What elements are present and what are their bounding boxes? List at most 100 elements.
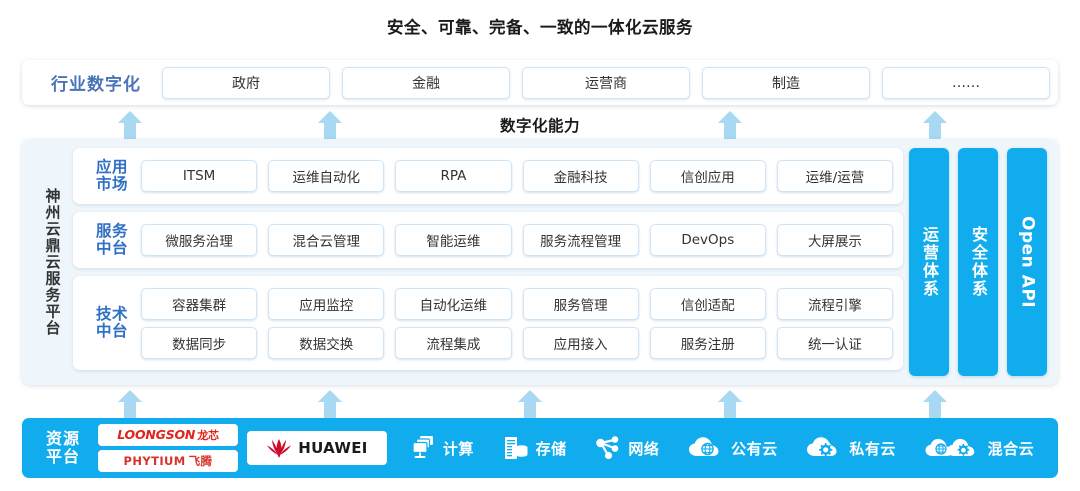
industry-chip[interactable]: 运营商 <box>522 66 690 99</box>
capability-chip[interactable]: 应用接入 <box>522 326 639 359</box>
storage-icon <box>504 437 528 459</box>
resource-item-label: 公有云 <box>731 439 778 458</box>
phytium-cn: 飞腾 <box>188 454 213 468</box>
up-arrow-icon <box>922 110 948 140</box>
resource-item-label: 计算 <box>442 439 474 458</box>
row-line: 容器集群 应用监控 自动化运维 服务管理 信创适配 流程引擎 <box>141 287 894 320</box>
capability-chip[interactable]: 金融科技 <box>522 160 639 192</box>
row-label-line1: 技术 <box>95 304 128 323</box>
row-line: 微服务治理 混合云管理 智能运维 服务流程管理 DevOps 大屏展示 <box>141 224 894 256</box>
capability-chip[interactable]: 服务流程管理 <box>522 224 639 256</box>
capability-chip[interactable]: 统一认证 <box>776 326 894 359</box>
capability-chip[interactable]: ITSM <box>141 160 258 192</box>
up-arrow-icon <box>717 110 743 140</box>
capability-chip[interactable]: 服务管理 <box>522 287 639 320</box>
vertical-bar-group: 运营体系 安全体系 Open API <box>909 148 1049 376</box>
row-line: ITSM 运维自动化 RPA 金融科技 信创应用 运维/运营 <box>141 160 894 192</box>
capability-chip[interactable]: 流程引擎 <box>776 287 894 320</box>
row-line: 数据同步 数据交换 流程集成 应用接入 服务注册 统一认证 <box>141 326 894 359</box>
capability-chip[interactable]: 混合云管理 <box>268 224 385 256</box>
network-icon <box>596 436 619 460</box>
capability-chip[interactable]: 信创适配 <box>649 287 766 320</box>
resource-item-hybrid-cloud[interactable]: 混合云 <box>924 435 1035 461</box>
capability-chip[interactable]: 微服务治理 <box>141 224 258 256</box>
resource-item-label: 私有云 <box>849 439 896 458</box>
capability-chip[interactable]: DevOps <box>649 224 766 256</box>
row-label: 服务 中台 <box>83 221 141 258</box>
vertical-bar-security[interactable]: 安全体系 <box>958 148 998 376</box>
up-arrow-icon <box>317 389 343 419</box>
row-label: 技术 中台 <box>83 304 141 341</box>
capability-chip[interactable]: 流程集成 <box>395 326 512 359</box>
resource-item-label: 存储 <box>535 439 567 458</box>
private-cloud-icon <box>807 437 837 457</box>
page-title: 安全、可靠、完备、一致的一体化云服务 <box>387 18 693 37</box>
resource-item-list: 计算 <box>395 434 1048 462</box>
capability-chip[interactable]: RPA <box>395 160 512 192</box>
phytium-latin: PHYTIUM <box>123 454 186 468</box>
industry-chip[interactable]: …… <box>882 66 1050 99</box>
loongson-latin: LOONGSON <box>117 427 196 442</box>
resource-item-public-cloud[interactable]: 公有云 <box>687 435 778 461</box>
resource-label-line1: 资源 <box>45 428 80 448</box>
industry-chip[interactable]: 金融 <box>342 66 510 99</box>
huawei-wordmark: HUAWEI <box>298 439 368 457</box>
resource-item-label: 网络 <box>628 439 660 458</box>
row-service-platform: 服务 中台 微服务治理 混合云管理 智能运维 服务流程管理 DevOps 大屏展… <box>73 212 903 268</box>
capability-chip[interactable]: 运维自动化 <box>268 160 385 192</box>
capability-chip[interactable]: 智能运维 <box>395 224 512 256</box>
vertical-bar-label: 安全体系 <box>969 226 988 298</box>
vertical-bar-label: 运营体系 <box>920 226 939 298</box>
compute-icon <box>412 436 433 458</box>
industry-chip[interactable]: 制造 <box>702 66 870 99</box>
up-arrow-icon <box>117 110 143 140</box>
capability-label: 数字化能力 <box>499 117 580 135</box>
platform-rows: 应用 市场 ITSM 运维自动化 RPA 金融科技 信创应用 运维/运营 <box>73 148 909 376</box>
row-label: 应用 市场 <box>83 157 141 194</box>
row-grid: ITSM 运维自动化 RPA 金融科技 信创应用 运维/运营 <box>141 160 894 192</box>
up-arrow-icon <box>717 389 743 419</box>
industry-chip[interactable]: 政府 <box>162 66 330 99</box>
row-grid: 容器集群 应用监控 自动化运维 服务管理 信创适配 流程引擎 数据同步 数据交换… <box>141 287 894 359</box>
resource-label: 资源 平台 <box>32 428 94 466</box>
capability-chip[interactable]: 大屏展示 <box>776 224 894 256</box>
vertical-bar-operations[interactable]: 运营体系 <box>909 148 949 376</box>
up-arrow-icon <box>922 389 948 419</box>
resource-item-private-cloud[interactable]: 私有云 <box>805 435 896 461</box>
row-label-line1: 服务 <box>95 221 128 240</box>
public-cloud-icon <box>689 437 719 456</box>
capability-chip[interactable]: 应用监控 <box>268 287 385 320</box>
capability-chip[interactable]: 数据同步 <box>141 326 258 359</box>
capability-chip[interactable]: 容器集群 <box>141 287 258 320</box>
industry-label: 行业数字化 <box>51 75 141 95</box>
row-label-line2: 市场 <box>95 175 128 193</box>
industry-chip-list: 政府 金融 运营商 制造 …… <box>162 66 1050 99</box>
resource-item-label: 混合云 <box>987 439 1035 458</box>
row-label-line1: 应用 <box>95 157 128 176</box>
resource-item-network[interactable]: 网络 <box>594 434 659 462</box>
row-application-market: 应用 市场 ITSM 运维自动化 RPA 金融科技 信创应用 运维/运营 <box>73 148 903 204</box>
hybrid-cloud-icon <box>925 438 974 456</box>
capability-chip[interactable]: 信创应用 <box>649 160 766 192</box>
capability-chip[interactable]: 自动化运维 <box>395 287 512 320</box>
vertical-bar-open-api[interactable]: Open API <box>1007 148 1047 376</box>
capability-chip[interactable]: 运维/运营 <box>776 160 894 192</box>
huawei-flower-icon <box>267 439 292 458</box>
huawei-logo: HUAWEI <box>247 431 387 465</box>
resource-item-storage[interactable]: 存储 <box>502 434 567 462</box>
resource-item-compute[interactable]: 计算 <box>409 434 474 462</box>
resource-label-line2: 平台 <box>45 447 80 466</box>
capability-chip[interactable]: 服务注册 <box>649 326 766 359</box>
row-label-line2: 中台 <box>95 239 128 257</box>
platform-vertical-label: 神州云鼎云服务平台 <box>43 187 62 337</box>
industry-band: 行业数字化 政府 金融 运营商 制造 …… <box>22 60 1058 105</box>
row-grid: 微服务治理 混合云管理 智能运维 服务流程管理 DevOps 大屏展示 <box>141 224 894 256</box>
row-label-line2: 中台 <box>95 322 128 340</box>
row-technology-platform: 技术 中台 容器集群 应用监控 自动化运维 服务管理 信创适配 流程引擎 数据同… <box>73 276 903 370</box>
capability-chip[interactable]: 数据交换 <box>268 326 385 359</box>
up-arrow-icon <box>317 110 343 140</box>
